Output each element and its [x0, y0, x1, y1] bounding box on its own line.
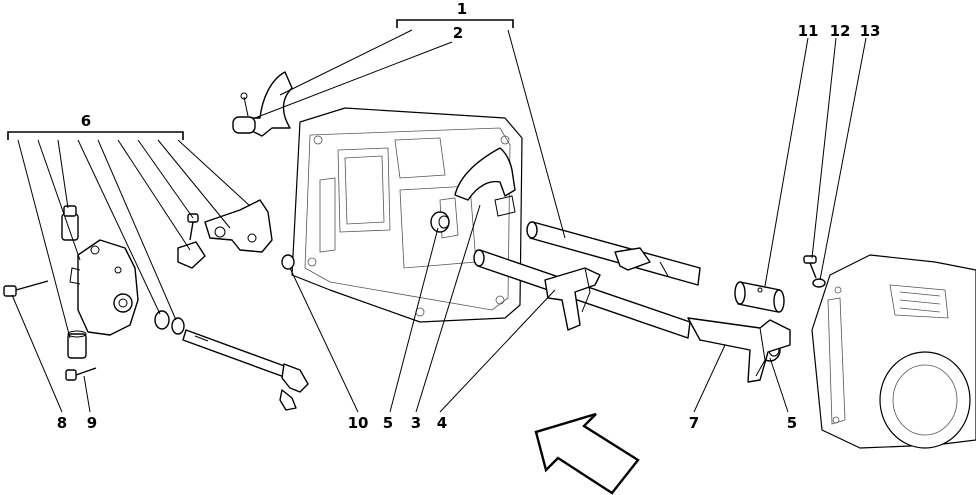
- callout-4: 4: [437, 414, 447, 432]
- bracket-group-6: [7, 131, 184, 140]
- sensor-bottom: [67, 330, 87, 359]
- gearbox-housing-rear: [811, 254, 976, 449]
- callout-5-left: 5: [383, 414, 393, 432]
- callout-13: 13: [860, 22, 881, 40]
- bolt-12: [803, 255, 817, 279]
- bracket-group-1: [396, 19, 514, 28]
- callout-2: 2: [453, 24, 463, 42]
- sleeve: [734, 281, 785, 313]
- bolt-9: [65, 367, 97, 381]
- callout-11: 11: [798, 22, 819, 40]
- spacer-10: [281, 254, 295, 270]
- callout-5-right: 5: [787, 414, 797, 432]
- upper-shift-fork: [232, 71, 293, 137]
- bolt-8: [3, 280, 49, 297]
- sensor-top: [61, 205, 79, 241]
- callout-1: 1: [457, 0, 467, 18]
- leader-lines: [11, 29, 867, 413]
- selector-shaft: [182, 329, 309, 411]
- callout-6: 6: [81, 112, 91, 130]
- bushing-left: [430, 211, 450, 233]
- callout-3: 3: [411, 414, 421, 432]
- callout-9: 9: [87, 414, 97, 432]
- lower-selector-rod: [473, 249, 691, 339]
- seal-ring: [154, 310, 185, 335]
- callout-8: 8: [57, 414, 67, 432]
- gearbox-housing-front: [291, 107, 523, 323]
- right-shift-fork: [687, 317, 791, 383]
- upper-selector-rod: [526, 221, 701, 286]
- washer-13: [812, 278, 826, 288]
- callout-labels: 1 2 6 11 12 13 8 9 10 5 3 4 7 5: [57, 0, 881, 432]
- selector-lever: [177, 199, 273, 269]
- callout-10: 10: [348, 414, 369, 432]
- callout-7: 7: [689, 414, 699, 432]
- direction-arrow: [534, 412, 640, 495]
- selector-housing: [69, 239, 139, 336]
- callout-12: 12: [830, 22, 851, 40]
- central-shift-fork: [454, 147, 516, 217]
